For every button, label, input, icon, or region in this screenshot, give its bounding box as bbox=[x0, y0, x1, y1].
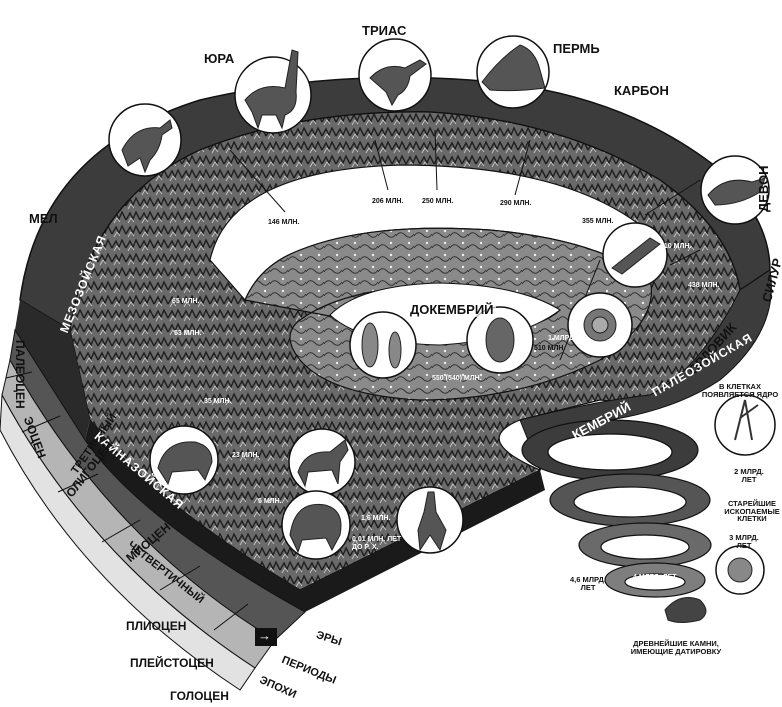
period-trias: ТРИАС bbox=[362, 24, 406, 37]
age-1-mlrd: 1 МЛРД. bbox=[548, 335, 576, 342]
age-290: 290 МЛН. bbox=[500, 200, 531, 207]
precambrian-rings bbox=[522, 420, 711, 597]
age-2-mlrd: 2 МЛРД. ЛЕТ bbox=[733, 468, 765, 483]
epoch-paleocen: ПАЛЕОЦЕН bbox=[14, 340, 26, 409]
age-0-01: 0,01 МЛН. ЛЕТ ДО Р. Х. bbox=[352, 536, 408, 553]
period-karbon: КАРБОН bbox=[614, 84, 669, 97]
period-jura: ЮРА bbox=[204, 52, 234, 65]
age-410: 410 МЛН. bbox=[660, 243, 691, 250]
age-35: 35 МЛН. bbox=[204, 398, 231, 405]
age-23: 23 МЛН. bbox=[232, 452, 259, 459]
period-devon: ДЕВОН bbox=[757, 166, 770, 213]
note-oldest-cells: СТАРЕЙШИЕ ИСКОПАЕМЫЕ КЛЕТКИ bbox=[722, 500, 782, 523]
epoch-golocen: ГОЛОЦЕН bbox=[170, 690, 229, 702]
period-dokembriy: ДОКЕМБРИЙ bbox=[408, 302, 496, 317]
age-510: 510 МЛН. bbox=[534, 345, 565, 352]
rock-icon bbox=[665, 598, 706, 623]
epoch-pliocen: ПЛИОЦЕН bbox=[126, 620, 186, 632]
age-438: 438 МЛН. bbox=[688, 282, 719, 289]
legend-arrow: → bbox=[258, 629, 271, 642]
age-550: 550 (540) МЛН. bbox=[432, 375, 482, 382]
age-4-mlrd: 4 МЛРД. ЛЕТ bbox=[633, 574, 677, 581]
age-3-mlrd: 3 МЛРД. ЛЕТ bbox=[728, 534, 760, 549]
note-nucleus: В КЛЕТКАХ ПОЯВЛЯЕТСЯ ЯДРО bbox=[700, 383, 780, 398]
age-5: 5 МЛН. bbox=[258, 498, 282, 505]
age-4-6-mlrd: 4,6 МЛРД. ЛЕТ bbox=[566, 576, 610, 591]
epoch-pleistocen: ПЛЕЙСТОЦЕН bbox=[130, 657, 214, 669]
period-perm: ПЕРМЬ bbox=[553, 42, 600, 55]
age-355: 355 МЛН. bbox=[582, 218, 613, 225]
age-250: 250 МЛН. bbox=[422, 198, 453, 205]
age-146: 146 МЛН. bbox=[268, 219, 299, 226]
age-65: 65 МЛН. bbox=[172, 298, 199, 305]
age-53: 53 МЛН. bbox=[174, 330, 201, 337]
age-206: 206 МЛН. bbox=[372, 198, 403, 205]
period-mel: МЕЛ bbox=[29, 212, 58, 225]
note-oldest-rocks: ДРЕВНЕЙШИЕ КАМНИ, ИМЕЮЩИЕ ДАТИРОВКУ bbox=[616, 640, 736, 655]
age-1-6: 1,6 МЛН. bbox=[361, 515, 390, 522]
early-fossil-icon bbox=[350, 312, 416, 378]
